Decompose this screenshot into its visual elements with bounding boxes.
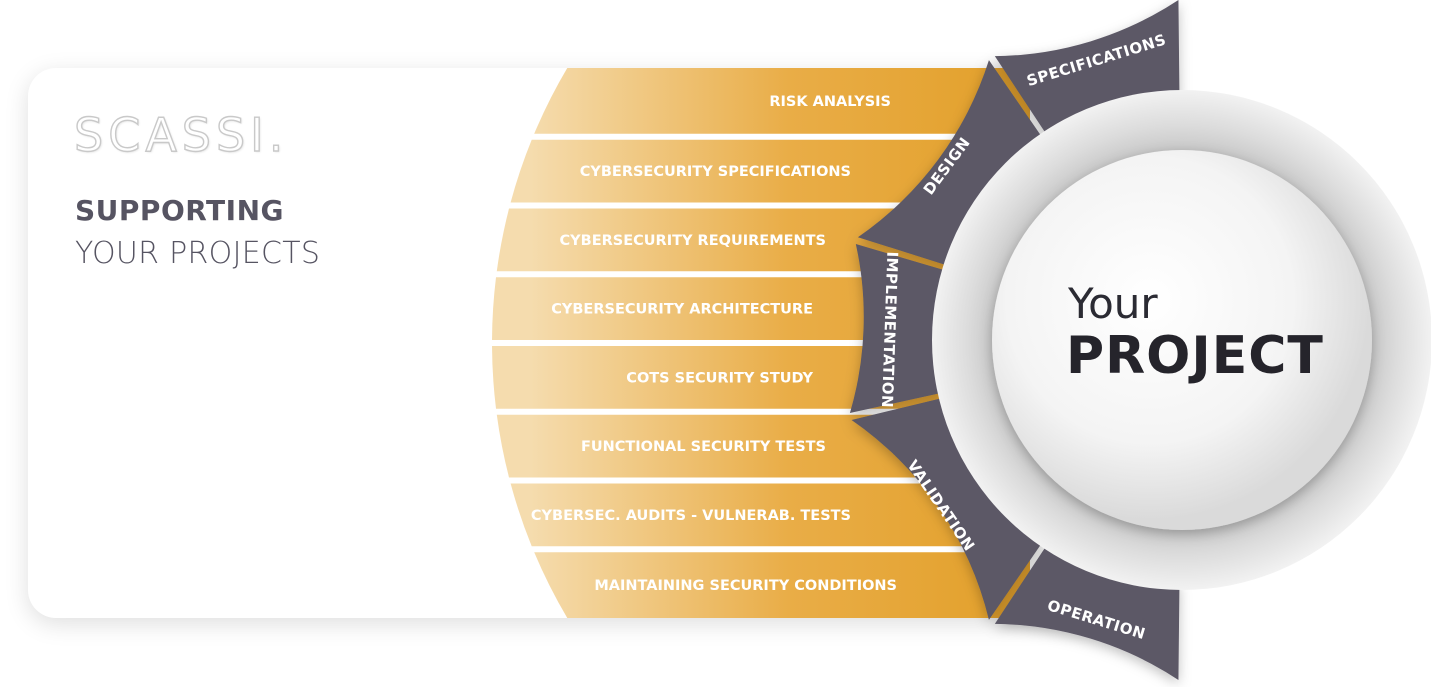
service-band-label: CYBERSECURITY REQUIREMENTS: [560, 233, 826, 249]
tagline-strong: SUPPORTING: [75, 194, 284, 227]
phase-label: IMPLEMENTATION: [878, 251, 901, 408]
service-band: [534, 552, 1030, 618]
service-band-label: RISK ANALYSIS: [769, 94, 891, 110]
phase-segment: [849, 244, 953, 414]
project-core-circle: [992, 150, 1372, 530]
service-band-label: CYBERSECURITY SPECIFICATIONS: [580, 164, 851, 180]
service-band-label: FUNCTIONAL SECURITY TESTS: [581, 439, 826, 455]
center-text-your: Your: [1067, 279, 1158, 328]
center-text-project: PROJECT: [1066, 326, 1324, 386]
service-band-label: CYBERSECURITY ARCHITECTURE: [551, 302, 813, 318]
service-band-label: CYBERSEC. AUDITS - VULNERAB. TESTS: [531, 508, 851, 524]
service-band-label: MAINTAINING SECURITY CONDITIONS: [594, 578, 897, 594]
service-band: [510, 483, 1031, 547]
service-band: [510, 139, 1031, 203]
scassi-logo: SCASSI.: [73, 107, 289, 162]
service-band: [534, 68, 1030, 134]
tagline-light: YOUR PROJECTS: [75, 236, 321, 271]
service-band-label: COTS SECURITY STUDY: [626, 370, 813, 386]
